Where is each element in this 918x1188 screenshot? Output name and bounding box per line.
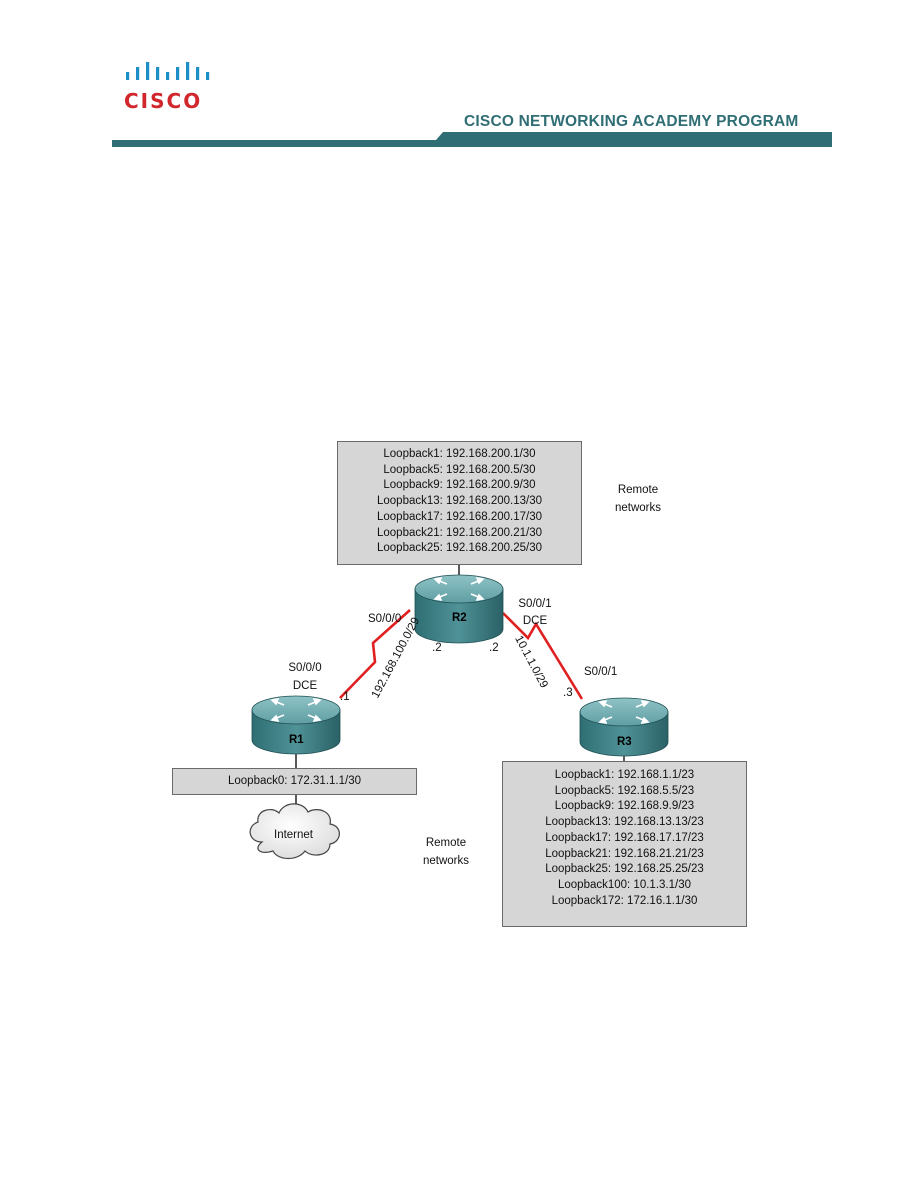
router-r1-icon bbox=[251, 695, 341, 755]
r3-loopback-1: Loopback1: 192.168.1.1/23 bbox=[554, 769, 695, 781]
router-r3-icon bbox=[579, 697, 669, 757]
router-r3-label: R3 bbox=[617, 736, 632, 748]
router-r1-label: R1 bbox=[289, 734, 304, 746]
r3-loopback-5: Loopback5: 192.168.5.5/23 bbox=[554, 784, 695, 797]
r3-loopback-9: Loopback9: 192.168.9.9/23 bbox=[554, 800, 695, 813]
r2-iface-right: S0/0/1 DCE bbox=[518, 598, 552, 627]
cisco-bars-icon bbox=[126, 62, 210, 80]
r2-loopback-13: Loopback13: 192.168.200.13/30 bbox=[377, 495, 542, 508]
router-r2-label: R2 bbox=[452, 612, 467, 624]
r3-loopback-25: Loopback25: 192.168.25.25/23 bbox=[545, 863, 704, 876]
r3-loopback-21: Loopback21: 192.168.21.21/23 bbox=[545, 847, 704, 860]
r3-dot: .3 bbox=[563, 687, 573, 699]
header-band bbox=[112, 132, 832, 147]
r2-loopback-box: Loopback1: 192.168.200.1/30 Loopback5: 1… bbox=[337, 441, 582, 565]
r2-dot-right: .2 bbox=[489, 642, 499, 654]
serial-link-r1-r2 bbox=[339, 609, 411, 699]
program-title: CISCO NETWORKING ACADEMY PROGRAM bbox=[464, 113, 799, 130]
r2-loopback-17: Loopback17: 192.168.200.17/30 bbox=[377, 510, 542, 523]
remote-networks-top: Remote networks bbox=[614, 484, 662, 514]
r3-iface: S0/0/1 bbox=[584, 666, 618, 678]
internet-label: Internet bbox=[274, 829, 313, 841]
r3-loopback-17: Loopback17: 192.168.17.17/23 bbox=[545, 831, 704, 844]
remote-networks-bottom: Remote networks bbox=[422, 837, 470, 867]
r2-loopback-5: Loopback5: 192.168.200.5/30 bbox=[383, 463, 536, 476]
r2-loopback-25: Loopback25: 192.168.200.25/30 bbox=[377, 542, 542, 555]
router-r2-icon bbox=[414, 574, 504, 644]
r3-loopback-100: Loopback100: 10.1.3.1/30 bbox=[557, 878, 691, 891]
r2-loopback-9: Loopback9: 192.168.200.9/30 bbox=[383, 479, 536, 492]
internet-cloud-icon bbox=[249, 803, 340, 860]
r3-loopback-box: Loopback1: 192.168.1.1/23 Loopback5: 192… bbox=[502, 761, 747, 927]
r1-loopback-0: Loopback0: 172.31.1.1/30 bbox=[227, 775, 361, 787]
r3-loopback-172: Loopback172: 172.16.1.1/30 bbox=[551, 894, 698, 907]
r1-dot: .1 bbox=[340, 691, 350, 703]
cisco-logo-text: CISCO bbox=[124, 89, 203, 113]
r2-iface-left: S0/0/0 bbox=[368, 613, 402, 625]
r3-loopback-13: Loopback13: 192.168.13.13/23 bbox=[545, 816, 704, 829]
header-graphics bbox=[112, 62, 832, 147]
r1-loopback-box: Loopback0: 172.31.1.1/30 bbox=[172, 768, 417, 795]
serial-link-r2-r3 bbox=[502, 612, 584, 700]
r1-iface: S0/0/0 DCE bbox=[288, 662, 322, 692]
r2-loopback-1: Loopback1: 192.168.200.1/30 bbox=[383, 448, 536, 460]
r2-loopback-21: Loopback21: 192.168.200.21/30 bbox=[377, 526, 542, 539]
r2-dot-left: .2 bbox=[432, 642, 442, 654]
